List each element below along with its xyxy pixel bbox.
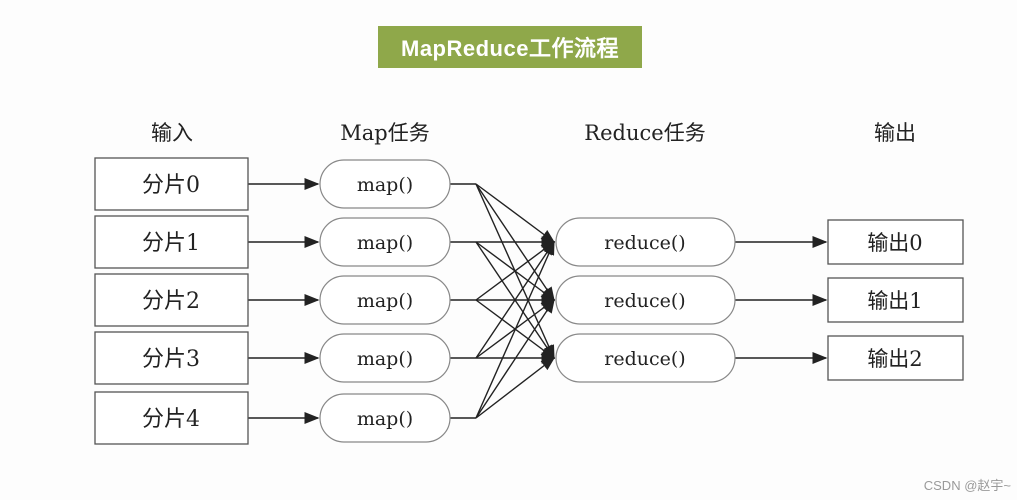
reduce-task-1: reduce()	[555, 275, 736, 325]
shuffle-edge-2-0	[475, 241, 556, 301]
output-file-label: 输出0	[867, 231, 922, 255]
map-task-3: map()	[319, 333, 451, 383]
diagram-title: MapReduce工作流程	[378, 26, 642, 68]
map-task-1: map()	[319, 217, 451, 267]
shuffle-edge-3-0	[475, 240, 555, 359]
shuffle-edge-4-0	[475, 240, 555, 419]
shuffle-edge-4-1	[475, 298, 555, 419]
map-task-4: map()	[319, 393, 451, 443]
reduce-task-label: reduce()	[604, 348, 685, 370]
shuffle-edge-4-2	[475, 357, 556, 419]
reduce-task-label: reduce()	[604, 290, 685, 312]
map-task-label: map()	[357, 174, 413, 196]
input-split-label: 分片3	[142, 347, 200, 372]
input-split-label: 分片4	[142, 407, 200, 432]
map-task-0: map()	[319, 159, 451, 209]
input-split-1: 分片1	[94, 215, 249, 269]
map-task-label: map()	[357, 408, 413, 430]
header-map: Map任务	[340, 121, 429, 145]
input-split-label: 分片1	[142, 231, 200, 256]
input-split-4: 分片4	[94, 391, 249, 445]
header-input: 输入	[151, 121, 193, 145]
input-split-0: 分片0	[94, 157, 249, 211]
input-split-label: 分片0	[142, 173, 200, 198]
header-output: 输出	[874, 121, 916, 145]
reduce-task-label: reduce()	[604, 232, 685, 254]
input-split-3: 分片3	[94, 331, 249, 385]
output-file-0: 输出0	[827, 219, 964, 265]
output-file-label: 输出1	[867, 289, 922, 313]
watermark: CSDN @赵宇~	[923, 478, 1011, 493]
reduce-task-0: reduce()	[555, 217, 736, 267]
map-task-label: map()	[357, 232, 413, 254]
output-file-1: 输出1	[827, 277, 964, 323]
map-task-label: map()	[357, 348, 413, 370]
map-task-2: map()	[319, 275, 451, 325]
shuffle-edge-0-0	[475, 183, 556, 243]
header-reduce: Reduce任务	[584, 121, 705, 145]
output-file-label: 输出2	[867, 347, 922, 371]
output-file-2: 输出2	[827, 335, 964, 381]
map-task-label: map()	[357, 290, 413, 312]
reduce-task-2: reduce()	[555, 333, 736, 383]
input-split-label: 分片2	[142, 289, 200, 314]
input-split-2: 分片2	[94, 273, 249, 327]
